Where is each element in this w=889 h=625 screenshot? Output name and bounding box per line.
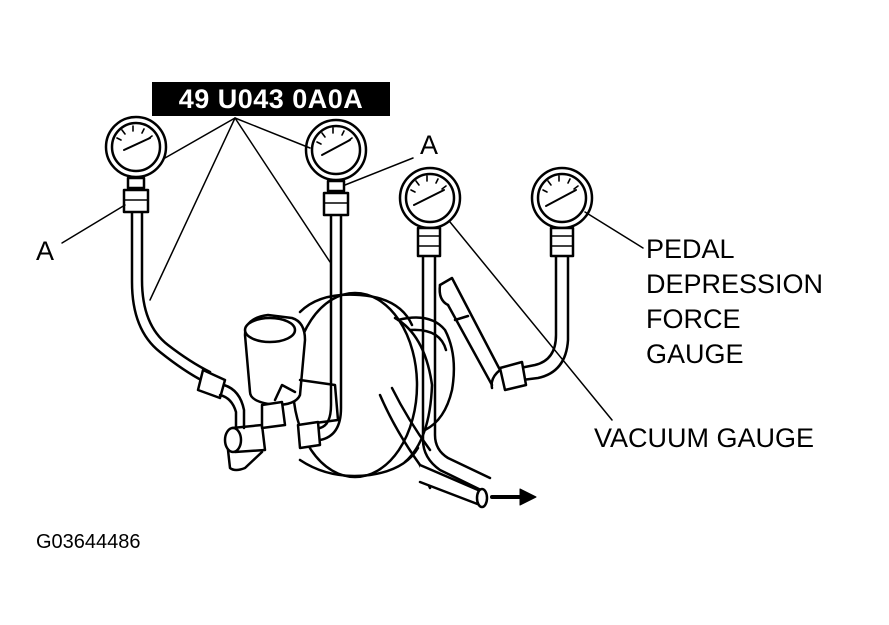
leader-lines — [61, 117, 644, 421]
callout-a-right: A — [420, 130, 439, 160]
master-cylinder — [223, 313, 340, 472]
pedal-label-line-2: DEPRESSION — [646, 269, 824, 299]
pedal-label-line-1: PEDAL — [646, 234, 735, 264]
brake-booster — [291, 291, 456, 479]
pressure-gauge-center — [304, 118, 368, 442]
pedal-depression-force-gauge-label: PEDAL DEPRESSION FORCE GAUGE — [646, 232, 823, 372]
tool-part-number: 49 U043 0A0A — [152, 82, 390, 116]
figure-code: G03644486 — [36, 531, 141, 553]
callout-a-left: A — [36, 236, 55, 266]
pedal-label-line-4: GAUGE — [646, 339, 744, 369]
pedal-label-line-3: FORCE — [646, 304, 741, 334]
vacuum-gauge — [378, 166, 492, 494]
pressure-gauge-left — [104, 115, 246, 430]
vacuum-hose-outlet — [418, 463, 489, 509]
flow-arrow — [490, 488, 537, 506]
vacuum-gauge-label: VACUUM GAUGE — [594, 423, 815, 453]
pedal-depression-force-gauge — [438, 166, 594, 392]
